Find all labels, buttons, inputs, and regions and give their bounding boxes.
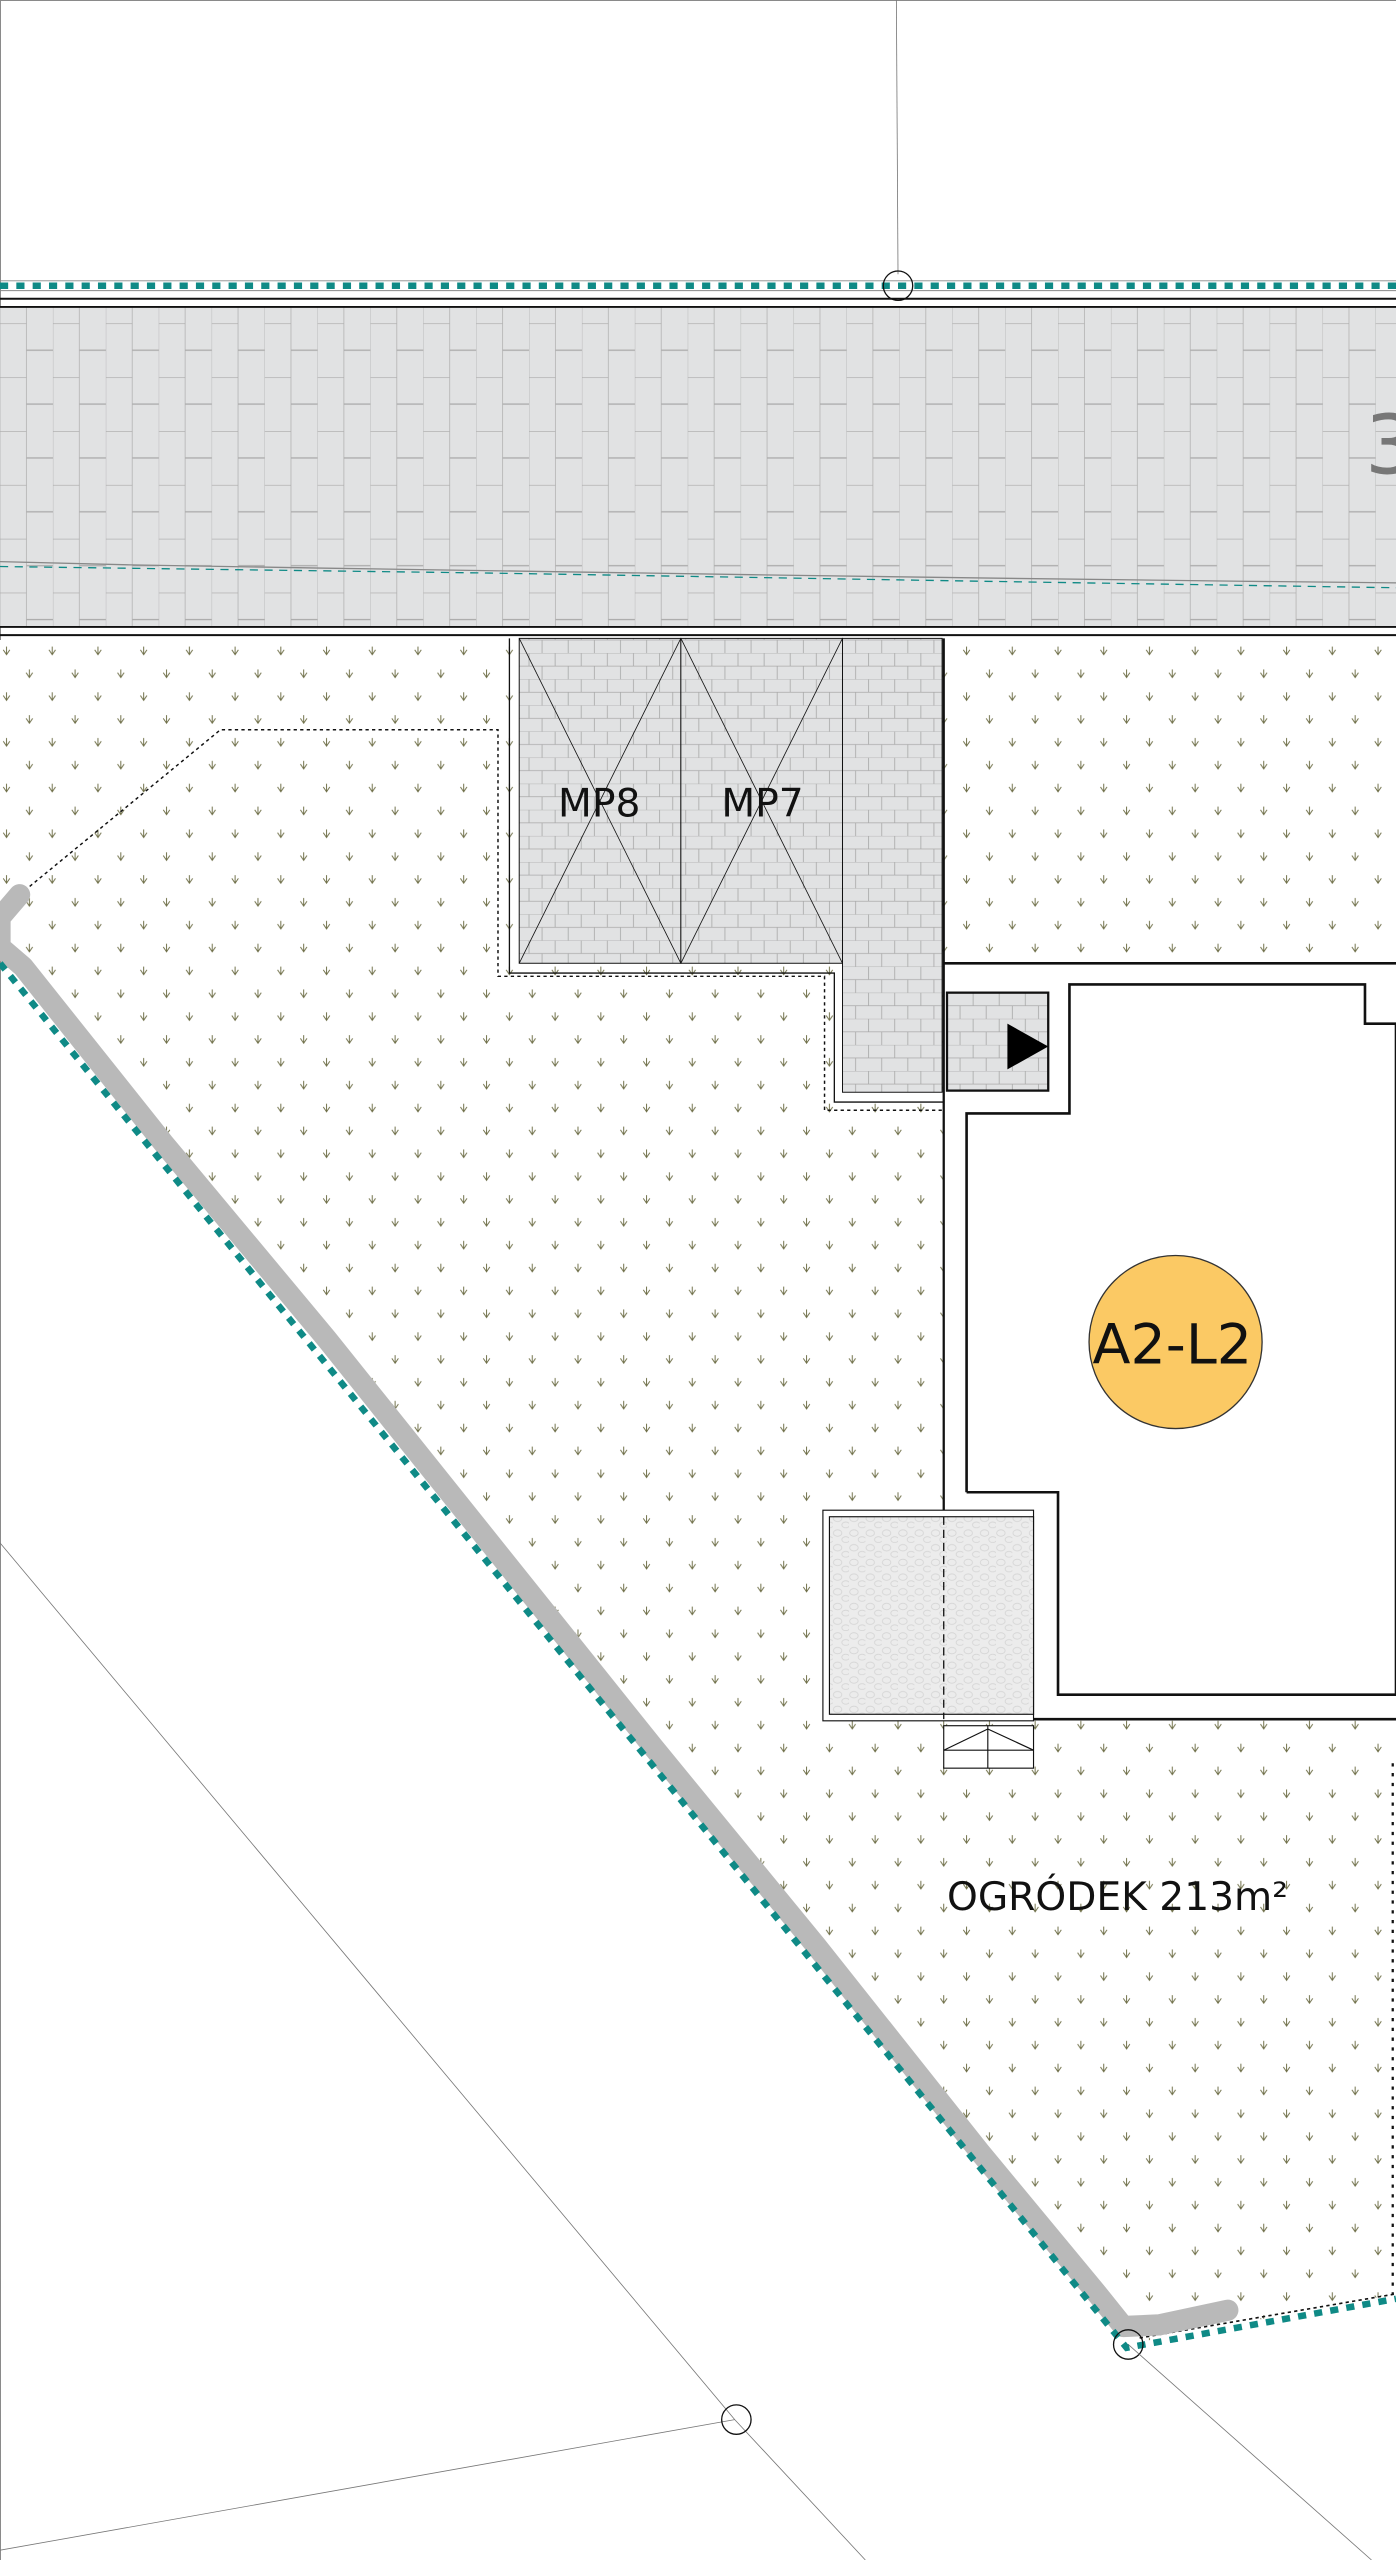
parking-spot-mp7[interactable]: MP7	[680, 637, 843, 964]
edge-label-partial: 3	[1365, 398, 1396, 493]
survey-line	[1127, 2344, 1372, 2560]
survey-point-icon	[882, 270, 914, 302]
utility-line-teal	[0, 961, 1396, 2352]
unit-badge-label: A2-L2	[1093, 1312, 1253, 1377]
utility-line-teal-thin	[0, 565, 1396, 589]
survey-line	[895, 0, 899, 275]
survey-point-icon	[721, 2404, 752, 2435]
hedge	[0, 884, 1239, 2338]
parking-spot-mp8[interactable]: MP8	[518, 637, 682, 964]
walkway-paving	[842, 637, 943, 1093]
unit-badge[interactable]: A2-L2	[1088, 1254, 1263, 1430]
entrance-arrow-icon	[1007, 1023, 1049, 1070]
terrace-paving	[828, 1516, 1035, 1715]
contour-line	[0, 560, 1396, 584]
fence-line	[19, 729, 944, 1111]
parking-label: MP7	[721, 781, 803, 826]
road-paving	[0, 306, 1396, 627]
survey-line	[0, 2419, 735, 2551]
parking-label: MP8	[558, 781, 640, 826]
garden-label: OGRÓDEK 213m²	[947, 1873, 1288, 1920]
survey-point-icon	[1112, 2329, 1144, 2360]
parking-curb	[508, 638, 944, 1103]
terrace-steps	[943, 1725, 1035, 1769]
fence-line	[1139, 2293, 1396, 2339]
